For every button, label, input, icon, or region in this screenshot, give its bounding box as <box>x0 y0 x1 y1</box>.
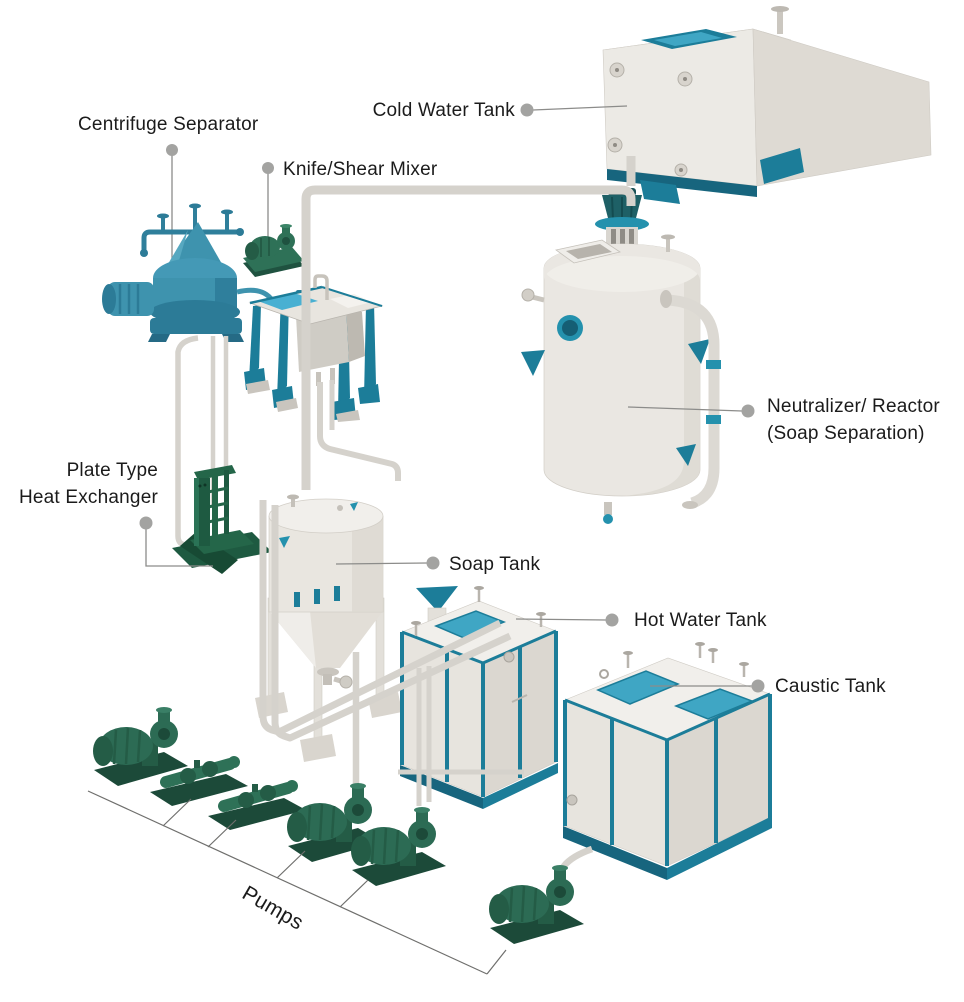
label-neutralizer-line1: Neutralizer/ Reactor <box>767 396 940 417</box>
caustic-hatch-1 <box>596 670 680 705</box>
dot-centrifuge <box>166 144 178 156</box>
knife-shear-mixer <box>243 224 304 277</box>
dot-hot-water <box>605 613 619 627</box>
tank-bolts <box>414 589 543 636</box>
label-plate-line1: Plate Type <box>66 460 158 481</box>
separator-cone <box>168 222 222 264</box>
leader-heat-exchanger <box>145 529 213 567</box>
tank-bolts <box>626 645 746 677</box>
separator-base <box>150 318 242 334</box>
pump-6-centrifugal <box>487 863 586 946</box>
label-plate-heat-exchanger: Plate Type Heat Exchanger <box>15 457 158 511</box>
leader-soap-tank <box>335 562 428 565</box>
mixing-trough <box>244 274 384 422</box>
overhead-pipe <box>301 185 636 490</box>
plate-heat-exchanger <box>172 465 272 574</box>
label-cold-water-tank: Cold Water Tank <box>372 100 515 121</box>
tank-flanges <box>607 62 693 177</box>
dot-neutralizer <box>741 404 755 418</box>
leader-lines-front <box>145 105 752 687</box>
leader-dots <box>139 103 765 693</box>
label-neutralizer-line2: (Soap Separation) <box>767 423 925 444</box>
label-hot-water-tank: Hot Water Tank <box>634 610 767 631</box>
pumps-bracket-line <box>87 790 507 975</box>
dot-cold-water <box>520 103 534 117</box>
label-knife-shear-mixer: Knife/Shear Mixer <box>283 159 438 180</box>
dot-caustic <box>751 679 765 693</box>
label-plate-line2: Heat Exchanger <box>18 487 158 508</box>
pipes-front <box>259 500 594 879</box>
label-soap-tank: Soap Tank <box>449 554 541 575</box>
hot-tank-hatch <box>433 610 507 639</box>
cold-water-tank <box>602 6 932 204</box>
vent-pipe <box>777 10 783 34</box>
caustic-hatch-2 <box>673 688 755 720</box>
label-caustic-tank: Caustic Tank <box>775 676 886 697</box>
leader-hot-water <box>515 618 607 621</box>
label-neutralizer-reactor: Neutralizer/ Reactor (Soap Separation) <box>767 393 940 447</box>
faucet-pipe <box>313 274 329 300</box>
centrifuge-separator <box>102 203 320 342</box>
tank-edge-strips <box>400 631 558 797</box>
leader-neutralizer <box>627 406 743 412</box>
label-centrifuge-separator: Centrifuge Separator <box>78 114 259 135</box>
dot-heat-exchanger <box>139 516 153 530</box>
dot-knife-mixer <box>262 162 274 174</box>
tank-base-rail <box>607 169 757 197</box>
caustic-tank <box>563 642 772 880</box>
dot-soap-tank <box>426 556 440 570</box>
soap-to-hot-pipe-1 <box>259 500 502 736</box>
soap-to-hot-pipe-2 <box>271 505 512 742</box>
neutralizer-reactor <box>521 188 721 524</box>
reactor-loop-pipe <box>667 294 720 509</box>
tank-edge-strips <box>563 694 772 866</box>
leader-cold-water <box>532 105 628 111</box>
